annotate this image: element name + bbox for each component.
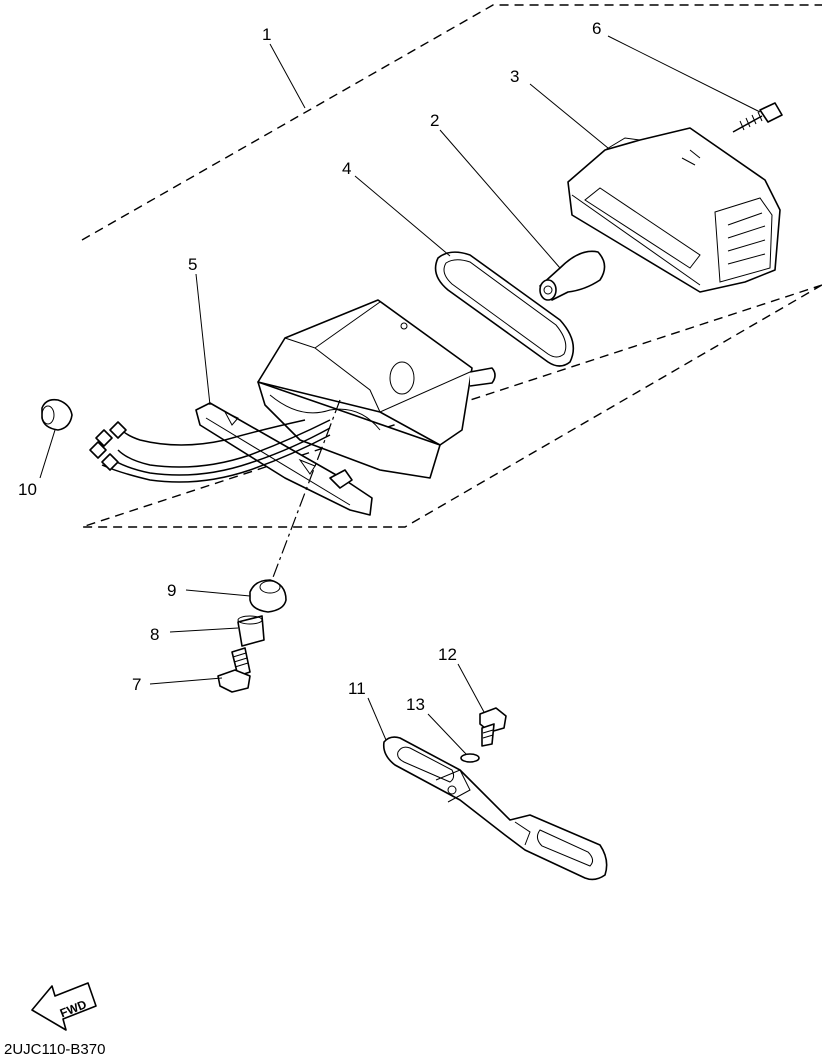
assembly-boundary — [81, 4, 822, 528]
callout-7: 7 — [132, 675, 141, 694]
leader-lines — [39, 35, 761, 755]
fwd-arrow-icon: FWD — [31, 982, 97, 1031]
callout-1: 1 — [262, 25, 271, 44]
assembly-centerline — [271, 399, 341, 581]
wiring-harness — [89, 419, 331, 483]
part-10-grommet — [41, 398, 73, 431]
callout-labels: 1 2 3 4 5 6 7 8 9 10 11 12 13 — [18, 19, 601, 714]
part-4-gasket — [434, 251, 575, 367]
callout-3: 3 — [510, 67, 519, 86]
part-9-grommet — [249, 579, 287, 613]
part-3-lens-housing — [567, 127, 781, 293]
drawing-code: 2UJC110-B370 — [4, 1041, 105, 1057]
callout-12: 12 — [438, 645, 457, 664]
callout-11: 11 — [348, 679, 366, 698]
part-11-bracket — [382, 736, 608, 881]
part-12-bolt — [479, 707, 507, 747]
callout-13: 13 — [406, 695, 425, 714]
callout-6: 6 — [592, 19, 601, 38]
callout-4: 4 — [342, 159, 351, 178]
part-6-screw — [732, 102, 783, 133]
part-7-bolt — [217, 647, 251, 693]
part-5-light-base — [195, 299, 496, 516]
callout-8: 8 — [150, 625, 159, 644]
callout-10: 10 — [18, 480, 37, 499]
part-2-bulb — [539, 250, 606, 301]
part-8-collar — [237, 615, 265, 647]
callout-5: 5 — [188, 255, 197, 274]
part-13-washer — [460, 753, 480, 763]
callout-9: 9 — [167, 581, 176, 600]
callout-2: 2 — [430, 111, 439, 130]
